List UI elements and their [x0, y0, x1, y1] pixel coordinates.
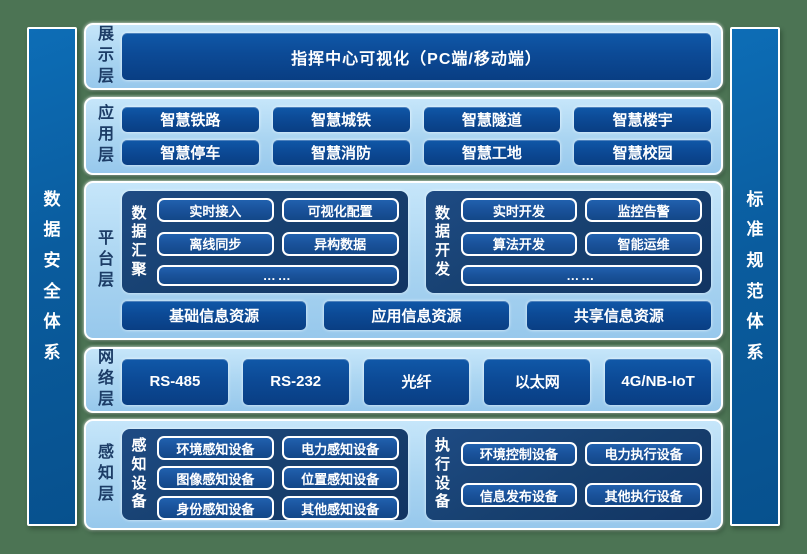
feature-box-offline-sync: 离线同步	[157, 231, 274, 256]
execution-devices-grid: 环境控制设备 电力执行设备 信息发布设备 其他执行设备	[460, 436, 702, 513]
group-label-text: 数据开发	[434, 204, 450, 278]
device-box-image-sensing: 图像感知设备	[157, 466, 274, 490]
layer-stack: 展示层 指挥中心可视化（PC端/移动端） 应用层 智慧铁路 智慧城铁 智慧隧道 …	[84, 23, 723, 530]
layer-label-perception: 感知层	[90, 429, 122, 520]
feature-box-ellipsis: ……	[460, 265, 702, 286]
group-execution-devices: 执行设备 环境控制设备 电力执行设备 信息发布设备 其他执行设备	[425, 429, 711, 520]
command-center-visualization-bar: 指挥中心可视化（PC端/移动端）	[122, 33, 711, 80]
resource-box-shared-info: 共享信息资源	[526, 301, 711, 330]
feature-box-realtime-access: 实时接入	[157, 198, 274, 222]
platform-content: 数据汇聚 实时接入 可视化配置 离线同步 异构数据 …… 数据开发	[122, 191, 711, 330]
device-box-environment-sensing: 环境感知设备	[157, 436, 274, 460]
app-box-smart-construction: 智慧工地	[423, 139, 561, 165]
network-box-fiber: 光纤	[363, 358, 470, 405]
perception-groups: 感知设备 环境感知设备 电力感知设备 图像感知设备 位置感知设备 身份感知设备 …	[122, 429, 711, 520]
device-box-location-sensing: 位置感知设备	[281, 466, 399, 490]
network-grid: RS-485 RS-232 光纤 以太网 4G/NB-IoT	[122, 357, 711, 407]
standards-pillar-label: 标准规范体系	[746, 189, 764, 362]
platform-groups: 数据汇聚 实时接入 可视化配置 离线同步 异构数据 …… 数据开发	[122, 191, 711, 293]
group-data-development: 数据开发 实时开发 监控告警 算法开发 智能运维 ……	[425, 191, 711, 293]
network-box-rs232: RS-232	[242, 358, 349, 405]
device-box-power-execution: 电力执行设备	[585, 441, 702, 466]
device-box-other-sensing: 其他感知设备	[281, 496, 399, 520]
layer-label-text: 平台层	[97, 230, 114, 289]
device-box-identity-sensing: 身份感知设备	[157, 496, 274, 520]
layer-panel-network: 网络层 RS-485 RS-232 光纤 以太网 4G/NB-IoT	[84, 346, 723, 413]
network-box-rs485: RS-485	[122, 358, 228, 405]
layer-label-application: 应用层	[90, 105, 122, 165]
perception-content: 感知设备 环境感知设备 电力感知设备 图像感知设备 位置感知设备 身份感知设备 …	[122, 429, 711, 520]
standards-pillar: 标准规范体系	[730, 27, 780, 526]
group-label-text: 感知设备	[131, 437, 147, 511]
feature-box-heterogeneous-data: 异构数据	[281, 231, 399, 256]
resource-row: 基础信息资源 应用信息资源 共享信息资源	[122, 301, 711, 330]
feature-box-visual-config: 可视化配置	[281, 198, 399, 222]
resource-box-basic-info: 基础信息资源	[122, 301, 307, 330]
data-development-grid: 实时开发 监控告警 算法开发 智能运维 ……	[460, 198, 702, 286]
feature-box-monitoring-alert: 监控告警	[585, 198, 702, 222]
network-box-4g-nbiot: 4G/NB-IoT	[605, 358, 711, 405]
app-box-smart-parking: 智慧停车	[122, 139, 259, 165]
layer-label-platform: 平台层	[90, 191, 122, 330]
network-box-ethernet: 以太网	[484, 358, 591, 405]
perception-devices-grid: 环境感知设备 电力感知设备 图像感知设备 位置感知设备 身份感知设备 其他感知设…	[157, 436, 399, 520]
app-box-smart-firefighting: 智慧消防	[272, 139, 410, 165]
device-box-power-sensing: 电力感知设备	[281, 436, 399, 460]
layer-label-text: 感知层	[97, 444, 114, 503]
layer-label-presentation: 展示层	[90, 26, 122, 85]
app-box-smart-building: 智慧楼宇	[574, 106, 711, 132]
data-security-pillar: 数据安全体系	[27, 27, 77, 526]
layer-label-text: 展示层	[97, 26, 114, 85]
layer-panel-platform: 平台层 数据汇聚 实时接入 可视化配置 离线同步 异构数据 ……	[84, 181, 723, 340]
device-box-environment-control: 环境控制设备	[460, 441, 578, 466]
group-label-execution-devices: 执行设备	[432, 437, 454, 512]
group-perception-devices: 感知设备 环境感知设备 电力感知设备 图像感知设备 位置感知设备 身份感知设备 …	[122, 429, 408, 520]
app-box-smart-metro: 智慧城铁	[272, 106, 410, 132]
group-label-data-development: 数据开发	[432, 205, 454, 280]
group-label-text: 数据汇聚	[131, 204, 147, 278]
feature-box-ellipsis: ……	[157, 265, 399, 286]
data-aggregation-grid: 实时接入 可视化配置 离线同步 异构数据 ……	[157, 198, 399, 286]
layer-panel-perception: 感知层 感知设备 环境感知设备 电力感知设备 图像感知设备 位置感知设备 身份感…	[84, 419, 723, 530]
group-label-text: 执行设备	[434, 437, 450, 511]
group-label-data-aggregation: 数据汇聚	[128, 205, 150, 280]
feature-box-intelligent-ops: 智能运维	[585, 231, 702, 256]
device-box-info-publishing: 信息发布设备	[460, 483, 578, 508]
application-grid: 智慧铁路 智慧城铁 智慧隧道 智慧楼宇 智慧停车 智慧消防 智慧工地 智慧校园	[122, 106, 711, 165]
resource-box-application-info: 应用信息资源	[324, 301, 509, 330]
device-box-other-execution: 其他执行设备	[585, 483, 702, 508]
feature-box-realtime-dev: 实时开发	[460, 198, 578, 222]
app-box-smart-railway: 智慧铁路	[122, 106, 259, 132]
data-security-pillar-label: 数据安全体系	[43, 189, 61, 362]
layer-panel-presentation: 展示层 指挥中心可视化（PC端/移动端）	[84, 23, 723, 90]
feature-box-algorithm-dev: 算法开发	[460, 231, 578, 256]
app-box-smart-tunnel: 智慧隧道	[423, 106, 561, 132]
layer-label-network: 网络层	[90, 349, 122, 408]
app-box-smart-campus: 智慧校园	[574, 139, 711, 165]
group-label-perception-devices: 感知设备	[128, 437, 150, 512]
layer-label-text: 应用层	[97, 105, 114, 164]
layer-label-text: 网络层	[97, 349, 114, 408]
group-data-aggregation: 数据汇聚 实时接入 可视化配置 离线同步 异构数据 ……	[122, 191, 408, 293]
presentation-content: 指挥中心可视化（PC端/移动端）	[122, 33, 711, 80]
layer-panel-application: 应用层 智慧铁路 智慧城铁 智慧隧道 智慧楼宇 智慧停车 智慧消防 智慧工地 智…	[84, 96, 723, 175]
